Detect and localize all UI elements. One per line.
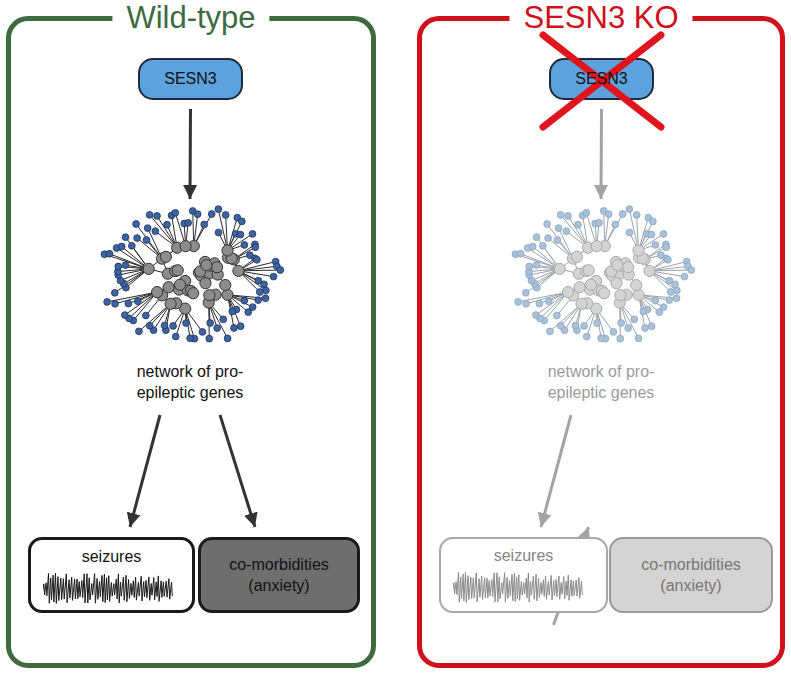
phenotype-box: co-morbidities (anxiety) [609,537,773,613]
node-text: co-morbidities (anxiety) [611,554,771,596]
arrow-connector [220,415,255,527]
arrow-connector [130,415,160,527]
gene-network [95,203,285,353]
node-text: SESN3 [575,70,627,88]
node-text: Wild-type [112,0,269,36]
condition-panel: SESN3 KOSESN3network of pro-epileptic ge… [417,16,785,668]
phenotype-box: co-morbidities (anxiety) [198,537,360,613]
phenotype-box: seizures [28,537,195,613]
gene-pill: SESN3 [549,58,654,100]
arrow-connector [600,109,604,199]
eeg-trace [453,571,583,607]
gene-pill: SESN3 [138,58,243,100]
gene-network [506,203,696,353]
network-node: network of pro-epileptic genes [95,203,285,403]
node-text: seizures [441,547,606,565]
node-text: co-morbidities (anxiety) [201,554,357,596]
node-text: SESN3 KO [509,0,692,36]
arrow-connector [189,109,193,199]
node-text: network of pro-epileptic genes [110,361,270,403]
condition-panel: Wild-typeSESN3network of pro-epileptic g… [6,16,376,668]
node-text: SESN3 [164,70,216,88]
eeg-trace [43,572,173,608]
network-node: network of pro-epileptic genes [506,203,696,403]
node-text: network of pro-epileptic genes [521,361,681,403]
arrow-connector [541,415,571,527]
node-text: seizures [31,548,192,566]
phenotype-box: seizures [439,537,608,613]
